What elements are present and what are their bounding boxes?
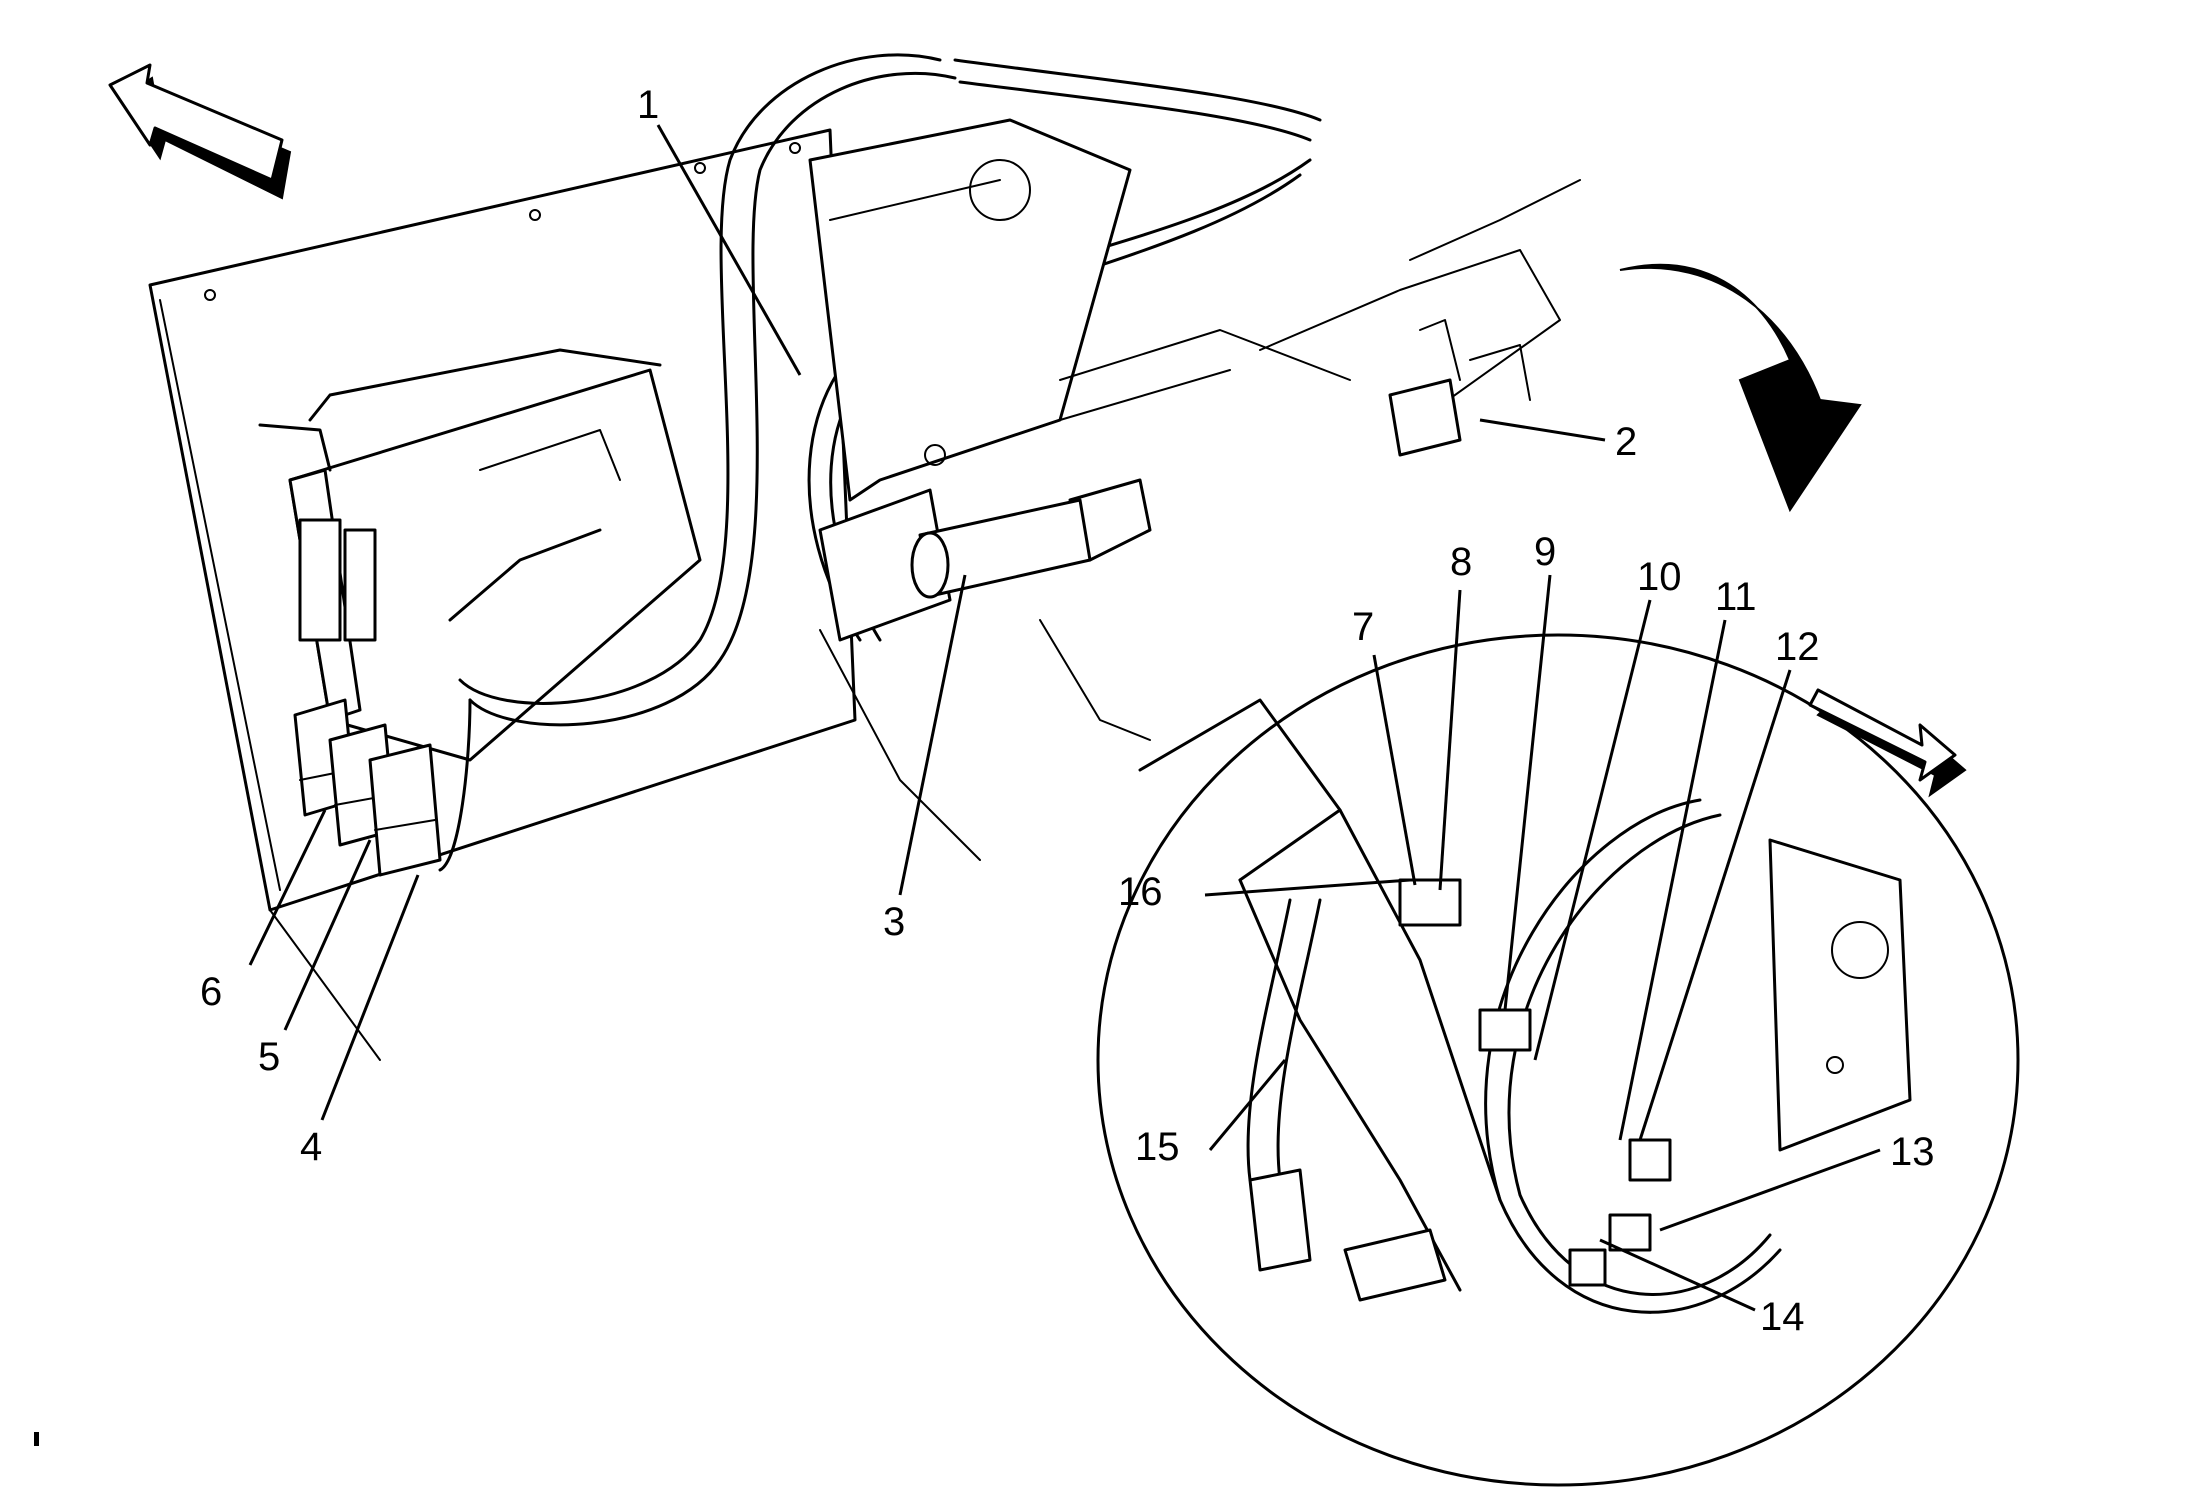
callouts: 1 2 3 4 5 6 7 8 9 10 11 12 13 14 15 16 — [200, 83, 1935, 1339]
callout-16: 16 — [1118, 870, 1163, 914]
callout-14: 14 — [1760, 1295, 1805, 1339]
inset-direction-arrow-icon — [1808, 688, 1967, 798]
corner-mark — [34, 1432, 39, 1446]
component-3 — [818, 478, 1152, 642]
callout-8: 8 — [1450, 540, 1472, 584]
component-2 — [1388, 319, 1531, 457]
detail-view-arrow-icon — [1619, 263, 1862, 513]
callout-11: 11 — [1715, 575, 1757, 619]
callout-15: 15 — [1135, 1125, 1180, 1169]
callout-13: 13 — [1890, 1130, 1935, 1174]
forward-arrow-icon — [108, 63, 292, 200]
inset-detail-view — [1096, 633, 2020, 1487]
callout-4: 4 — [300, 1125, 322, 1169]
callout-2: 2 — [1615, 420, 1637, 464]
callout-9: 9 — [1534, 530, 1556, 574]
callout-6: 6 — [200, 970, 222, 1014]
relay-block — [258, 348, 702, 762]
floor-tunnel — [819, 179, 1581, 861]
center-bracket — [808, 118, 1132, 502]
callout-5: 5 — [258, 1035, 280, 1079]
callout-3: 3 — [883, 900, 905, 944]
callout-10: 10 — [1637, 555, 1682, 599]
leader-lines — [248, 124, 1881, 1312]
relay-4 — [368, 743, 442, 877]
callout-7: 7 — [1352, 605, 1374, 649]
callout-12: 12 — [1775, 625, 1820, 669]
callout-1: 1 — [637, 83, 659, 127]
